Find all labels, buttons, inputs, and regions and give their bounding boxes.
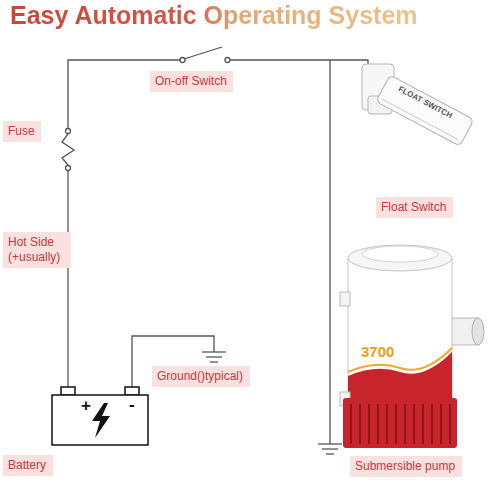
label-text: Ground()typical) xyxy=(157,369,243,384)
float-body xyxy=(376,75,474,146)
float-arm xyxy=(376,75,474,146)
wire xyxy=(330,60,368,66)
pump-illustration xyxy=(340,245,484,448)
pump-vent xyxy=(395,404,397,444)
pump-body xyxy=(348,258,452,398)
float-switch-illustration xyxy=(362,64,474,146)
pump-cap xyxy=(348,245,452,271)
pump-vent xyxy=(368,404,370,444)
pump-vent xyxy=(377,404,379,444)
label-text: Battery xyxy=(8,458,46,473)
ground-symbol xyxy=(210,361,218,362)
pump-vent xyxy=(386,404,388,444)
wire xyxy=(68,60,368,444)
pump-vent xyxy=(440,404,442,444)
wire xyxy=(67,170,68,387)
label-text: Float Switch xyxy=(381,200,446,215)
callout-label: Ground()typical) xyxy=(152,366,250,387)
fuse-link xyxy=(62,134,74,165)
battery-terminal-sign: - xyxy=(129,395,135,415)
pump-base xyxy=(343,398,457,448)
pump-vent xyxy=(359,404,361,444)
callout-label: On-off Switch xyxy=(150,71,233,92)
ground-symbol xyxy=(318,444,342,454)
battery-body xyxy=(52,395,148,445)
ground-symbol xyxy=(318,443,342,444)
pump-vent xyxy=(431,404,433,444)
callout-label: Hot Side (+usually) xyxy=(3,232,71,268)
pump-vents xyxy=(351,404,450,444)
ground-symbol xyxy=(322,448,338,449)
battery-symbol xyxy=(52,387,148,445)
ground-symbol xyxy=(202,352,226,362)
switch-symbol xyxy=(180,47,230,63)
label-text: Fuse xyxy=(8,124,35,139)
pump-vent xyxy=(350,404,352,444)
pump-bracket xyxy=(340,292,350,306)
ground-symbol xyxy=(202,351,226,352)
battery-terminal-sign: + xyxy=(81,396,91,416)
callout-label: Fuse xyxy=(3,121,41,142)
switch-lever xyxy=(184,47,222,59)
pump-vent xyxy=(413,404,415,444)
switch-contact xyxy=(225,58,230,63)
fuse-contact xyxy=(66,129,71,134)
label-text: On-off Switch xyxy=(155,74,227,89)
pump-vent xyxy=(422,404,424,444)
ground-symbol xyxy=(326,453,334,454)
pump-vent xyxy=(404,404,406,444)
battery-terminal xyxy=(125,387,139,395)
pump-model-number: 3700 xyxy=(361,343,394,360)
pump-outlet-end xyxy=(472,318,484,345)
callout-label: Float Switch xyxy=(376,197,453,218)
battery-terminal xyxy=(61,387,75,395)
lightning-bolt xyxy=(92,403,110,438)
diagram-title: Easy Automatic Operating System xyxy=(10,0,418,30)
label-text: Submersible pump xyxy=(355,459,455,474)
ground-symbol xyxy=(206,356,222,357)
fuse-symbol xyxy=(62,129,74,171)
callout-label: Submersible pump xyxy=(350,456,462,477)
pump-vent xyxy=(449,404,451,444)
callout-label: Battery xyxy=(3,455,53,476)
pump-cap-top xyxy=(362,246,438,262)
fuse-contact xyxy=(66,166,71,171)
label-text: Hot Side (+usually) xyxy=(8,235,66,265)
